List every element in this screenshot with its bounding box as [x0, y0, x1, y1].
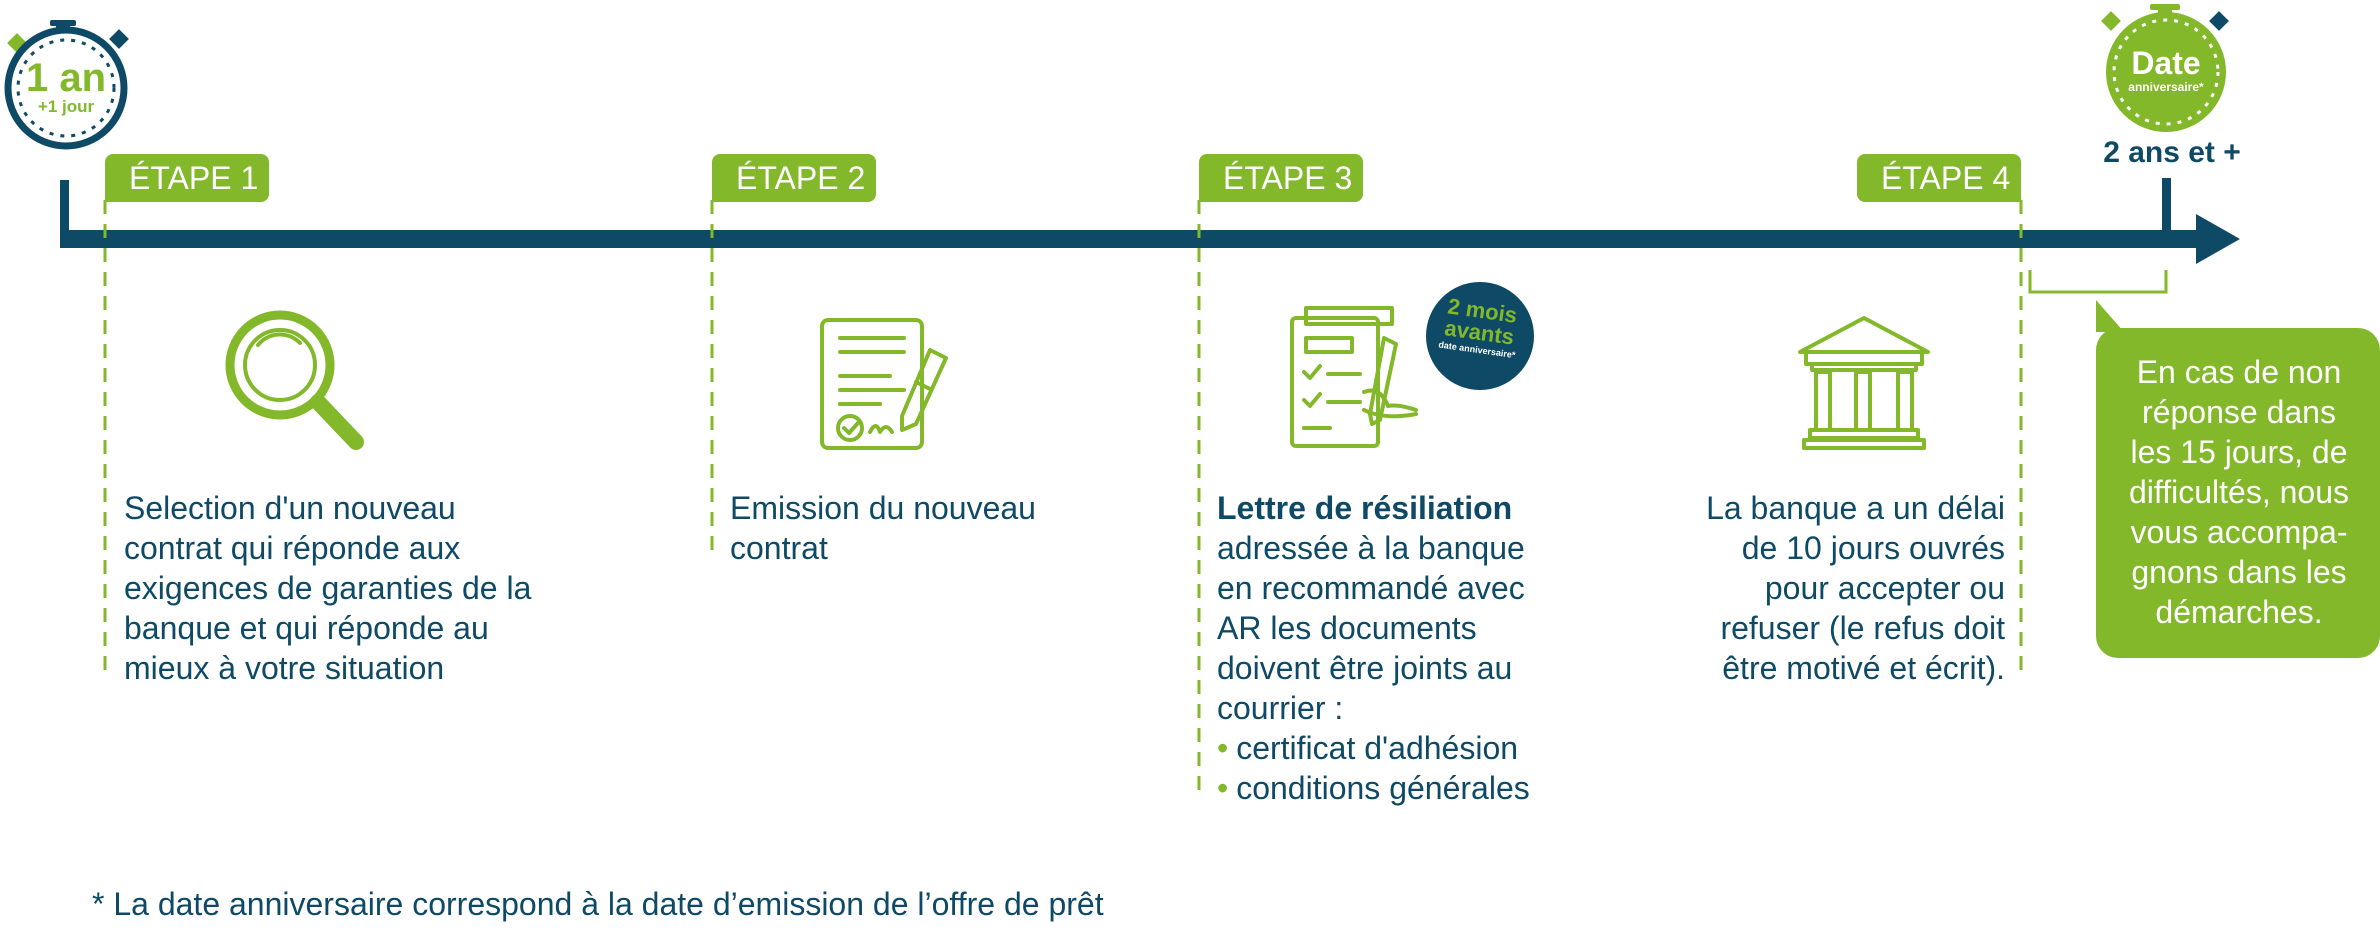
magnifier-icon: [225, 310, 364, 450]
end-clock-main: Date: [2131, 45, 2201, 81]
step3-line: courrier :: [1217, 690, 1344, 726]
end-period-label: 2 ans et +: [2103, 136, 2241, 169]
checklist-signing-icon: [1290, 306, 1418, 448]
step1-tag: ÉTAPE 1: [105, 154, 269, 202]
step3-bullet-text: conditions générales: [1236, 770, 1530, 806]
start-clock-label: 1 an +1 jour: [6, 58, 126, 116]
step4-line: de 10 jours ouvrés: [1741, 530, 2005, 566]
bank-icon: [1798, 316, 1930, 450]
step2-description: Emission du nouveau contrat: [730, 488, 1090, 568]
step1-line: Selection d'un nouveau: [124, 490, 456, 526]
callout-line: difficultés, nous: [2129, 474, 2349, 510]
step2-line: contrat: [730, 530, 828, 566]
end-clock-label: Date anniversaire*: [2106, 46, 2226, 94]
bullet-dot-icon: •: [1217, 770, 1229, 806]
step3-bullet-item: •conditions générales: [1217, 768, 1597, 808]
step3-bullet-text: certificat d'adhésion: [1236, 730, 1519, 766]
footnote: * La date anniversaire correspond à la d…: [92, 886, 1104, 922]
end-stopwatch-icon: [2101, 4, 2229, 132]
step3-title: Lettre de résiliation: [1217, 490, 1513, 526]
step1-description: Selection d'un nouveau contrat qui répon…: [124, 488, 584, 688]
step2-tag: ÉTAPE 2: [712, 154, 876, 202]
bullet-dot-icon: •: [1217, 730, 1229, 766]
step4-description: La banque a un délai de 10 jours ouvrés …: [1640, 488, 2005, 688]
step4-tag: ÉTAPE 4: [1857, 154, 2021, 202]
timeline-arrowhead: [2196, 214, 2240, 264]
callout-line: gnons dans les: [2131, 554, 2347, 590]
step3-line: en recommandé avec: [1217, 570, 1525, 606]
step4-line: pour accepter ou: [1764, 570, 2005, 606]
callout-line: réponse dans: [2142, 394, 2336, 430]
step1-line: contrat qui réponde aux: [124, 530, 461, 566]
start-stopwatch-icon: [4, 20, 129, 150]
step3-line: adressée à la banque: [1217, 530, 1525, 566]
step2-line: Emission du nouveau: [730, 490, 1036, 526]
step3-bullet-item: •certificat d'adhésion: [1217, 728, 1597, 768]
timeline-bar: [60, 230, 2210, 248]
step3-description: Lettre de résiliation adressée à la banq…: [1217, 488, 1597, 808]
callout-line: les 15 jours, de: [2130, 434, 2348, 470]
start-clock-main: 1 an: [25, 56, 107, 100]
callout-box: En cas de non réponse dans les 15 jours,…: [2096, 328, 2380, 658]
step3-line: AR les documents: [1217, 610, 1477, 646]
callout-line: En cas de non: [2136, 354, 2342, 390]
step4-line: être motivé et écrit).: [1722, 650, 2005, 686]
callout-line: démarches.: [2155, 594, 2323, 630]
step4-line: refuser (le refus doit: [1720, 610, 2005, 646]
callout-tail: [2096, 300, 2124, 332]
step3-line: doivent être joints au: [1217, 650, 1513, 686]
timeline-end-tick: [2162, 178, 2171, 248]
period-bracket: [2028, 270, 2168, 294]
step1-line: mieux à votre situation: [124, 650, 445, 686]
step1-line: exigences de garanties de la: [124, 570, 532, 606]
signed-contract-icon: [820, 318, 948, 450]
timeline-start-tick: [60, 180, 69, 248]
step3-tag: ÉTAPE 3: [1199, 154, 1363, 202]
start-clock-sub: +1 jour: [37, 97, 95, 116]
step1-line: banque et qui réponde au: [124, 610, 489, 646]
deadline-badge: [1426, 282, 1534, 390]
step4-line: La banque a un délai: [1706, 490, 2005, 526]
end-clock-sub: anniversaire*: [2128, 80, 2204, 94]
callout-line: vous accompa-: [2130, 514, 2348, 550]
